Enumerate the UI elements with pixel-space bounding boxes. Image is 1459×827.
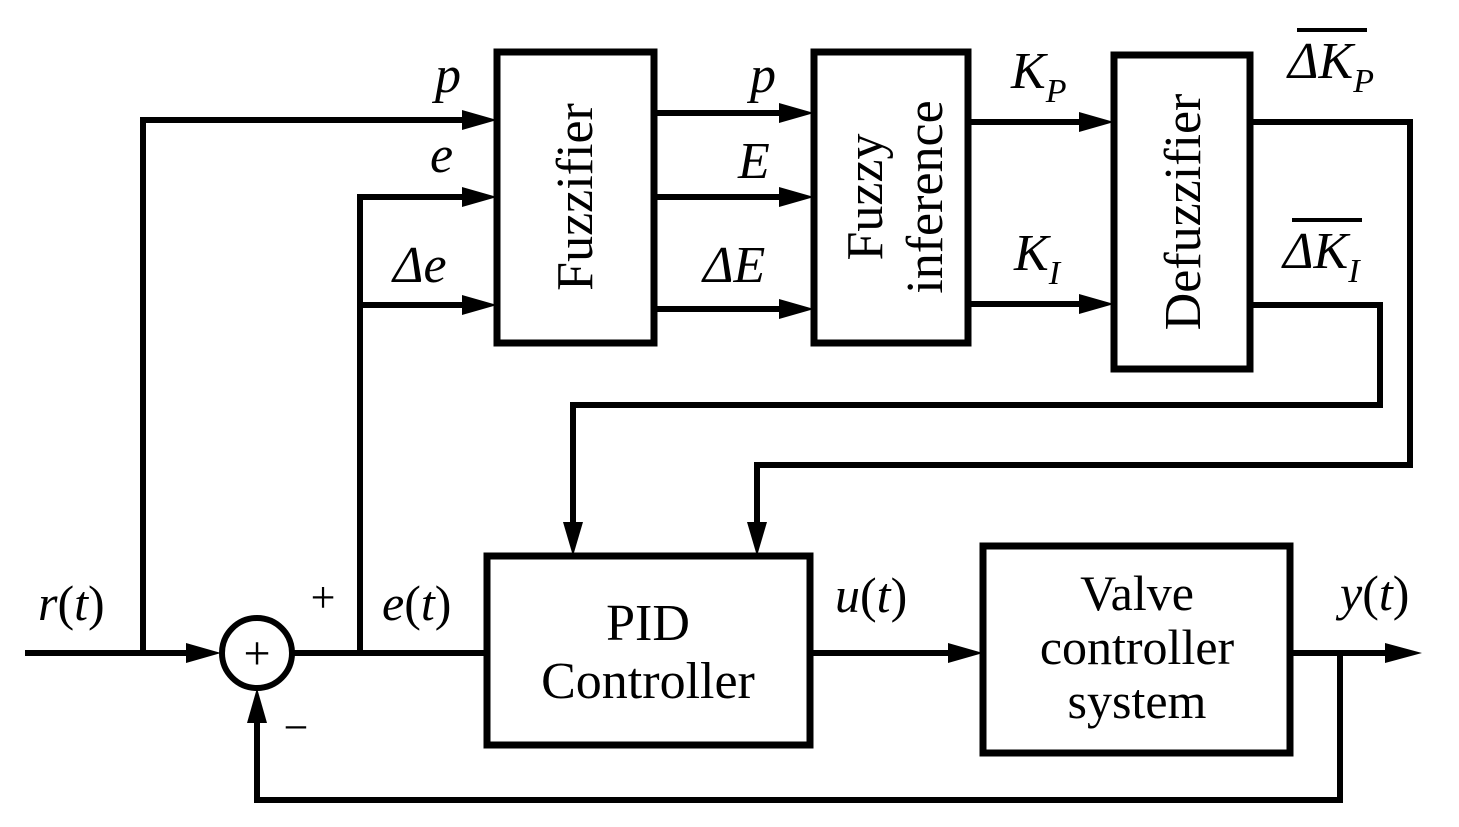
inference-input-dE-label: ΔE — [701, 237, 765, 294]
output-signal-label: y(t) — [1335, 565, 1409, 621]
summing-junction[interactable]: + — [219, 615, 295, 691]
defuzzifier-block[interactable]: Defuzzifier — [1110, 51, 1254, 373]
fuzzifier-input-e-label: e — [430, 127, 453, 184]
ki-arrowhead — [1079, 294, 1114, 314]
dE-out-arrowhead — [779, 299, 814, 319]
plus-sign: + — [311, 573, 336, 622]
valve-system-block[interactable]: Valve controller system — [979, 542, 1294, 757]
fuzzy-inference-block[interactable]: Fuzzy inference — [810, 48, 972, 347]
inference-input-E-label: E — [737, 133, 770, 190]
delta-kp-label: ΔKP — [1286, 28, 1374, 100]
dkp-route-line — [754, 119, 1413, 533]
svg-text:ΔKI: ΔKI — [1281, 223, 1361, 290]
dki-arrowhead — [563, 522, 583, 556]
E-out-arrowhead — [779, 187, 814, 207]
reference-signal-label: r(t) — [38, 575, 105, 631]
dki-route-line — [570, 302, 1383, 533]
error-signal-label: e(t) — [382, 575, 451, 631]
pid-label-line2: Controller — [541, 653, 755, 710]
e-arrowhead — [462, 187, 497, 207]
fuzzy-inference-label-line2: inference — [897, 100, 954, 293]
p-branch-line — [140, 117, 473, 656]
summing-junction-symbol: + — [243, 627, 270, 680]
fuzzifier-label: Fuzzifier — [547, 103, 604, 291]
inference-input-p-label: p — [746, 47, 776, 104]
kp-label: KP — [1010, 43, 1066, 110]
valve-label-line2: controller — [1040, 619, 1235, 675]
de-arrowhead — [462, 295, 497, 315]
fuzzifier-input-de-label: Δe — [391, 237, 447, 294]
delta-ki-label: ΔKI — [1281, 218, 1362, 290]
defuzzifier-label: Defuzzifier — [1155, 94, 1212, 331]
fuzzy-inference-label-line1: Fuzzy — [837, 133, 894, 260]
pid-controller-block[interactable]: PID Controller — [483, 552, 814, 749]
valve-label-line3: system — [1068, 673, 1207, 729]
p-out-arrowhead — [779, 103, 814, 123]
valve-label-line1: Valve — [1080, 565, 1194, 621]
control-arrowhead — [948, 643, 983, 663]
feedback-arrowhead — [247, 688, 267, 723]
fuzzifier-input-p-label: p — [431, 47, 461, 104]
control-signal-label: u(t) — [835, 567, 907, 623]
ki-label: KI — [1013, 225, 1062, 292]
dkp-arrowhead — [747, 522, 767, 556]
fuzzifier-block[interactable]: Fuzzifier — [493, 48, 658, 347]
minus-sign: − — [284, 703, 309, 752]
sum-input-arrowhead — [186, 643, 221, 663]
svg-text:ΔKP: ΔKP — [1286, 33, 1374, 100]
pid-label-line1: PID — [606, 595, 690, 652]
p-arrowhead — [462, 110, 497, 130]
kp-arrowhead — [1079, 112, 1114, 132]
output-arrowhead — [1385, 643, 1422, 663]
e-branch-line — [357, 194, 473, 656]
feedback-line — [254, 650, 1343, 803]
